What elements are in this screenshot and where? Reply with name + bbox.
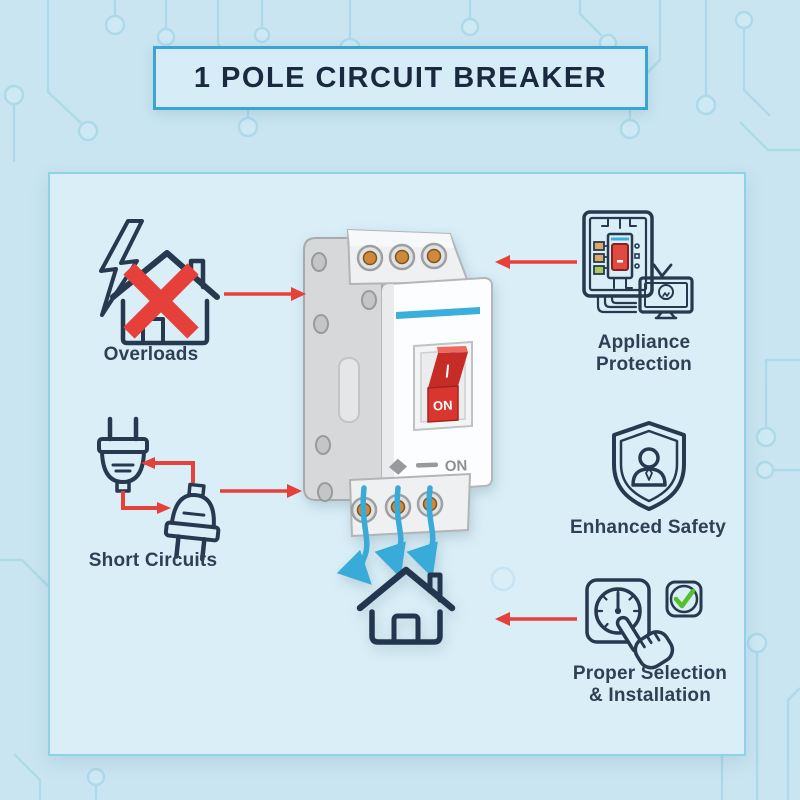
short-circuits-label: Short Circuits: [88, 550, 218, 571]
breaker-top-terminals: [356, 242, 448, 272]
shield-user-icon: [603, 418, 695, 514]
house-lightning-crossed-icon: [85, 215, 225, 347]
breaker-blue-stripe: [396, 307, 480, 319]
breaker-panel-tv-icon: [578, 204, 708, 324]
breaker-marking: ON: [389, 457, 468, 475]
circuit-breaker-illustration: / ON ON: [290, 226, 502, 678]
output-wires: [336, 485, 438, 585]
arrow-overloads-to-breaker: [224, 287, 306, 301]
enhanced-safety-label: Enhanced Safety: [569, 517, 727, 538]
arrow-appliance-to-breaker: [495, 255, 577, 269]
marking-on-label: ON: [444, 457, 467, 475]
rocker-front-label: ON: [433, 398, 453, 414]
decor-circle: [490, 566, 516, 592]
tv-icon: [638, 263, 694, 320]
short-circuit-plugs-icon: [83, 413, 235, 565]
page-title: 1 POLE CIRCUIT BREAKER: [193, 61, 608, 94]
arrow-shortcircuit-to-breaker: [220, 484, 302, 498]
gauge-hand-checkmark-icon: [583, 576, 713, 681]
pointing-hand-icon: [615, 615, 675, 670]
appliance-protection-label: Appliance Protection: [596, 332, 692, 375]
rocker-top-symbol: /: [444, 362, 451, 381]
protected-house-icon: [356, 566, 456, 645]
breaker-bottom-terminals: [350, 490, 444, 524]
arrow-selection-to-house: [495, 612, 577, 626]
overloads-label: Overloads: [103, 344, 199, 365]
title-box: 1 POLE CIRCUIT BREAKER: [153, 46, 648, 110]
proper-selection-label: Proper Selection & Installation: [572, 663, 728, 706]
breaker-rocker-switch: / ON: [427, 346, 468, 423]
